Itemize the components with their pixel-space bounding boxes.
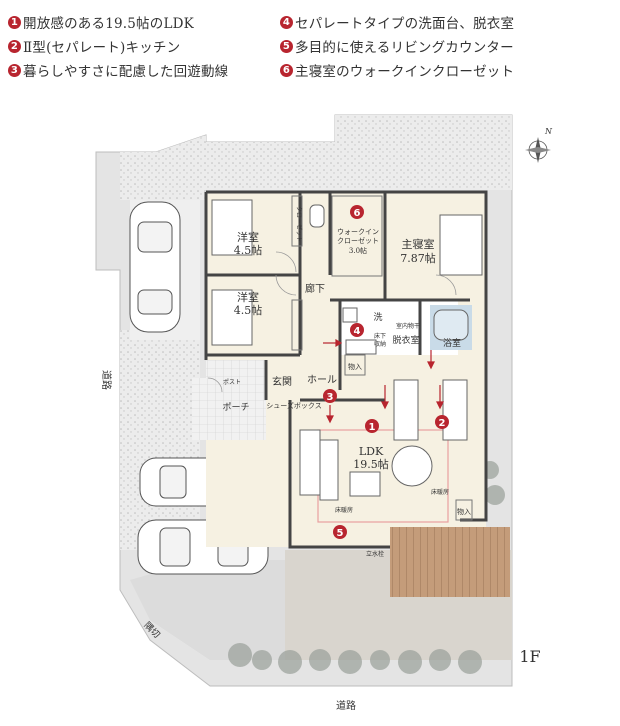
legend-text-6: 主寝室のウォークインクローゼット bbox=[295, 64, 515, 80]
dressing-room-label: 脱衣室 bbox=[392, 334, 419, 346]
svg-text:6: 6 bbox=[354, 208, 361, 219]
flow-arrows bbox=[323, 338, 444, 424]
legend-number-1: 1 bbox=[8, 15, 21, 29]
master-bedroom-size: 7.87帖 bbox=[400, 252, 436, 265]
legend-item-2: 2 Ⅱ型(セパレート)キッチン bbox=[8, 36, 180, 56]
floor-heating-label-1: 床暖房 bbox=[335, 506, 353, 514]
legend-text-3: 暮らしやすさに配慮した回遊動線 bbox=[23, 64, 229, 80]
ldk-size: 19.5帖 bbox=[353, 458, 389, 471]
feature-legend: 1 開放感のある19.5帖のLDK 2 Ⅱ型(セパレート)キッチン 3 暮らしや… bbox=[8, 8, 612, 84]
legend-item-1: 1 開放感のある19.5帖のLDK bbox=[8, 12, 194, 32]
legend-item-6: 6 主寝室のウォークインクローゼット bbox=[280, 60, 514, 80]
floor-label: 1F bbox=[519, 647, 540, 666]
gravel-west bbox=[120, 330, 200, 550]
bathroom-label: 浴室 bbox=[443, 337, 461, 349]
svg-text:2: 2 bbox=[439, 418, 446, 429]
western-room-1-name: 洋室 bbox=[237, 230, 259, 244]
western-room-2-name: 洋室 bbox=[237, 290, 259, 304]
svg-text:5: 5 bbox=[337, 528, 344, 539]
walls bbox=[204, 190, 488, 549]
legend-text-1: 開放感のある19.5帖のLDK bbox=[23, 16, 194, 32]
marker-2 bbox=[435, 415, 449, 429]
legend-number-5: 5 bbox=[280, 39, 293, 53]
floor-heating-label-2: 床暖房 bbox=[431, 488, 449, 496]
legend-text-2: Ⅱ型(セパレート)キッチン bbox=[23, 40, 181, 56]
post-label: ポスト bbox=[223, 378, 241, 386]
road-bottom-label: 道路 bbox=[336, 699, 356, 712]
water-tap-label: 立水栓 bbox=[366, 550, 384, 558]
svg-text:1: 1 bbox=[369, 422, 376, 433]
closet-label-1: クローゼット bbox=[295, 206, 303, 242]
car-north bbox=[129, 201, 181, 333]
room-labels: 洋室 4.5帖 洋室 4.5帖 主寝室 7.87帖 ウォークイン クローゼット … bbox=[222, 206, 471, 558]
legend-number-2: 2 bbox=[8, 39, 21, 53]
walk-in-closet-size: 3.0帖 bbox=[349, 246, 367, 255]
ldk-name: LDK bbox=[359, 445, 384, 458]
marker-3 bbox=[323, 389, 337, 403]
compass-icon: N bbox=[525, 127, 553, 163]
legend-number-3: 3 bbox=[8, 63, 21, 77]
master-bedroom-name: 主寝室 bbox=[402, 237, 435, 251]
legend-number-6: 6 bbox=[280, 63, 293, 77]
compass-north-label: N bbox=[544, 127, 553, 136]
marker-5 bbox=[333, 525, 347, 539]
legend-item-4: 4 セパレートタイプの洗面台、脱衣室 bbox=[280, 12, 514, 32]
shoebox-label: シューズボックス bbox=[266, 401, 321, 410]
walk-in-closet-name-1: ウォークイン bbox=[337, 228, 379, 236]
marker-6 bbox=[350, 205, 364, 219]
porch-label: ポーチ bbox=[222, 402, 249, 413]
storage-label-1: 物入 bbox=[348, 362, 362, 371]
furniture bbox=[211, 199, 483, 501]
house-floor bbox=[192, 192, 510, 597]
legend-item-3: 3 暮らしやすさに配慮した回遊動線 bbox=[8, 60, 228, 80]
indoor-drying-label: 室内物干 bbox=[396, 322, 420, 330]
wood-deck bbox=[390, 527, 510, 597]
svg-text:3: 3 bbox=[327, 392, 334, 403]
entrance-label: 玄関 bbox=[272, 375, 292, 388]
road-left-label: 道路 bbox=[100, 370, 113, 390]
western-room-2-size: 4.5帖 bbox=[234, 304, 263, 317]
hall-label: ホール bbox=[307, 374, 337, 386]
marker-1 bbox=[365, 419, 379, 433]
underfloor-label-1: 床下 bbox=[374, 332, 386, 340]
storage-label-2: 物入 bbox=[457, 507, 471, 516]
legend-text-4: セパレートタイプの洗面台、脱衣室 bbox=[295, 16, 515, 32]
western-room-1-size: 4.5帖 bbox=[234, 244, 263, 257]
feature-markers: 6 4 3 1 2 5 bbox=[323, 205, 449, 539]
legend-item-5: 5 多目的に使えるリビングカウンター bbox=[280, 36, 514, 56]
underfloor-label-2: 収納 bbox=[374, 340, 386, 348]
driveway bbox=[130, 560, 285, 660]
legend-text-5: 多目的に使えるリビングカウンター bbox=[295, 40, 514, 56]
hallway-label: 廊下 bbox=[305, 282, 325, 295]
legend-number-4: 4 bbox=[280, 15, 293, 29]
marker-4 bbox=[350, 323, 364, 337]
washbasin-label: 洗 bbox=[373, 311, 382, 323]
door-swings bbox=[207, 251, 457, 393]
gravel-north bbox=[120, 115, 512, 200]
walk-in-closet-name-2: クローゼット bbox=[337, 236, 379, 245]
svg-text:4: 4 bbox=[354, 326, 361, 337]
